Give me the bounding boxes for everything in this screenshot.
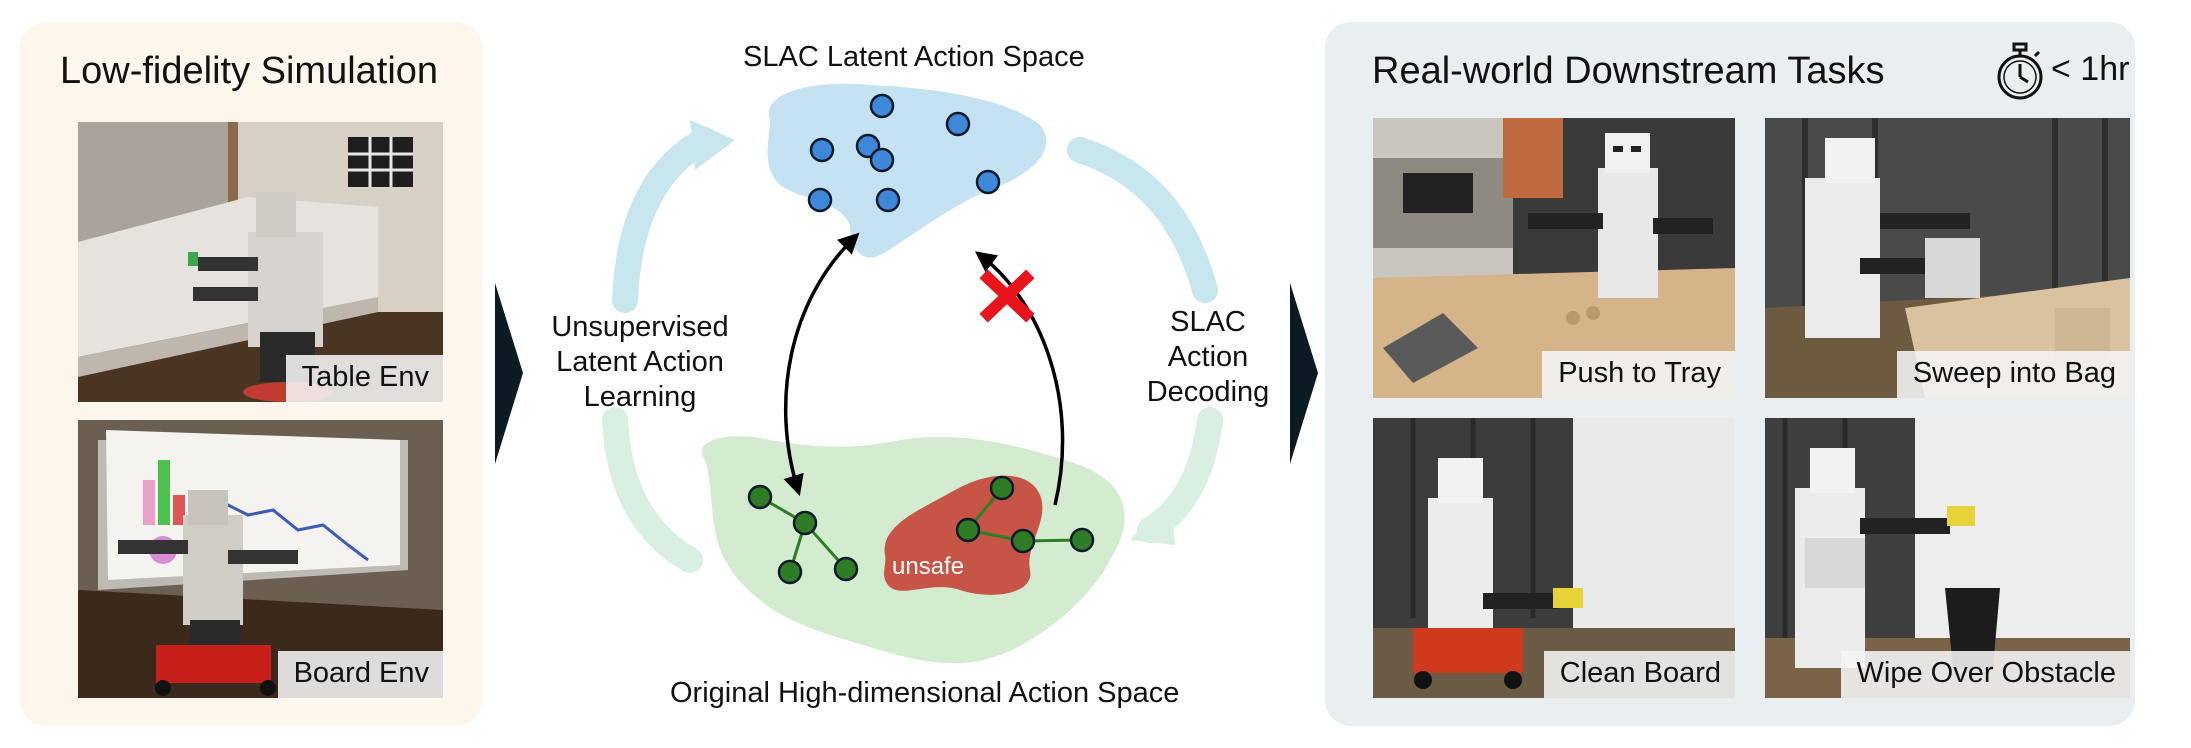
original-nodes [747, 475, 1095, 585]
task-wipe-over-obstacle-image: Wipe Over Obstacle [1765, 418, 2130, 698]
simulation-panel-title: Low-fidelity Simulation [60, 50, 439, 92]
latent-node-5 [807, 187, 833, 213]
task-clean-board-image: Clean Board [1373, 418, 1735, 698]
task-clean-board-label: Clean Board [1543, 651, 1735, 698]
latent-space-label: SLAC Latent Action Space [743, 41, 1085, 73]
original-node-2 [792, 510, 818, 536]
table-env-image: Table Env [78, 122, 443, 402]
red-x-icon [979, 269, 1035, 323]
stopwatch-icon [1997, 42, 2043, 100]
original-node-7 [1010, 528, 1036, 554]
original-node-1 [747, 484, 773, 510]
latent-nodes [807, 93, 1001, 213]
unsafe-label: unsafe [892, 553, 964, 580]
board-env-label: Board Env [277, 651, 443, 698]
task-push-to-tray-label: Push to Tray [1542, 351, 1735, 398]
unsupervised-learning-label: Unsupervised Latent Action Learning [551, 311, 729, 413]
flow-arrows [602, 127, 1223, 573]
task-sweep-into-bag-image: Sweep into Bag [1765, 118, 2130, 398]
latent-action-space [767, 83, 1047, 258]
original-node-5 [955, 517, 981, 543]
board-env-image: Board Env [78, 420, 443, 698]
latent-node-2 [809, 137, 835, 163]
flow-chevron-right [1290, 283, 1318, 464]
original-node-4 [833, 556, 859, 582]
unsafe-to-latent-arrow [974, 251, 1065, 506]
latent-node-4 [945, 111, 971, 137]
flow-arrow-bottom-left [602, 407, 703, 573]
real-world-panel-title: Real-world Downstream Tasks [1372, 50, 1885, 92]
latent-original-arrow [783, 232, 860, 497]
latent-node-8 [875, 187, 901, 213]
task-push-to-tray-image: Push to Tray [1373, 118, 1735, 398]
flow-arrow-top-left [612, 127, 718, 313]
original-node-3 [777, 559, 803, 585]
flow-arrowhead-bottom-right [1130, 495, 1175, 545]
time-budget: < 1hr [1995, 40, 2135, 110]
original-node-6 [989, 475, 1015, 501]
latent-node-1 [869, 93, 895, 119]
flow-arrow-top-right [1067, 137, 1218, 303]
action-decoding-label: SLAC Action Decoding [1146, 306, 1270, 408]
flow-chevron-left [495, 283, 523, 464]
latent-node-6 [869, 147, 895, 173]
latent-node-7 [975, 169, 1001, 195]
time-budget-text: < 1hr [2051, 50, 2130, 88]
flow-arrowhead-top-left [690, 120, 735, 170]
original-space-label: Original High-dimensional Action Space [670, 677, 1180, 709]
task-wipe-over-obstacle-label: Wipe Over Obstacle [1840, 651, 2130, 698]
task-sweep-into-bag-label: Sweep into Bag [1896, 351, 2130, 398]
table-env-label: Table Env [285, 355, 443, 402]
original-node-8 [1069, 527, 1095, 553]
